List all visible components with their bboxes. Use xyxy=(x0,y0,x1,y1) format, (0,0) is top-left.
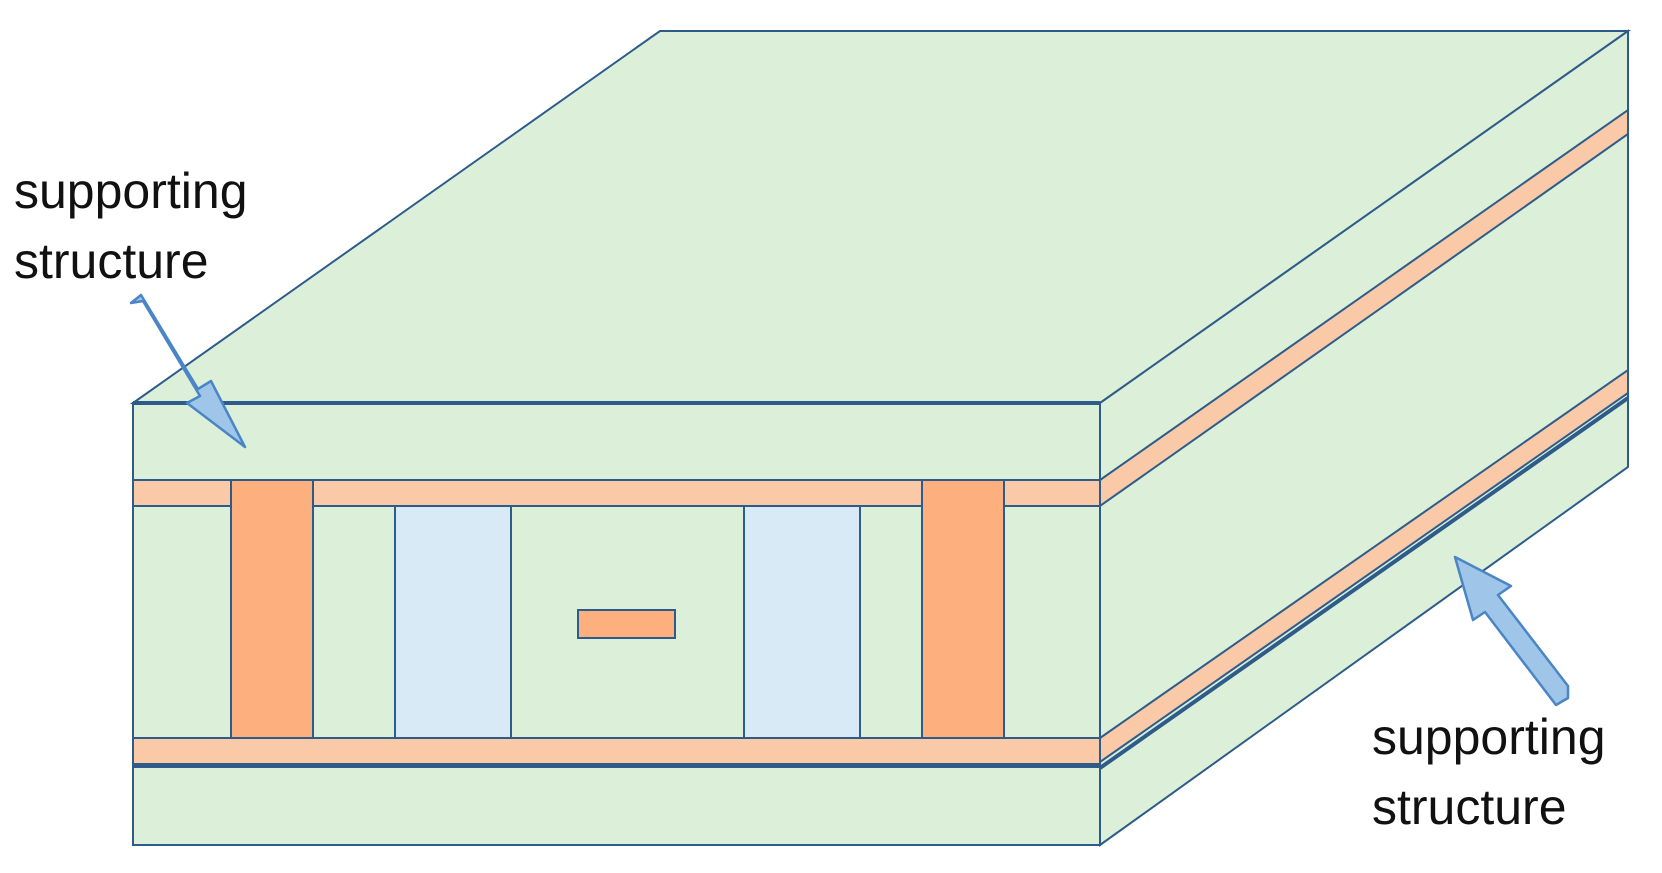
bottom-right-label-line1: supporting xyxy=(1372,709,1606,765)
top-left-label-line2: structure xyxy=(14,233,209,289)
bottom-right-arrow xyxy=(1453,555,1570,707)
left-cavity xyxy=(394,505,512,739)
right-cavity xyxy=(743,505,861,739)
left-via xyxy=(230,479,314,739)
bottom-right-label-line2: structure xyxy=(1372,779,1567,835)
center-strip xyxy=(577,609,676,639)
front-lower-copper-layer xyxy=(132,737,1101,765)
right-face-bottom-separator xyxy=(1098,396,1630,770)
right-via xyxy=(921,479,1005,739)
top-left-label-line1: supporting xyxy=(14,163,248,219)
top-left-arrow xyxy=(129,293,247,449)
